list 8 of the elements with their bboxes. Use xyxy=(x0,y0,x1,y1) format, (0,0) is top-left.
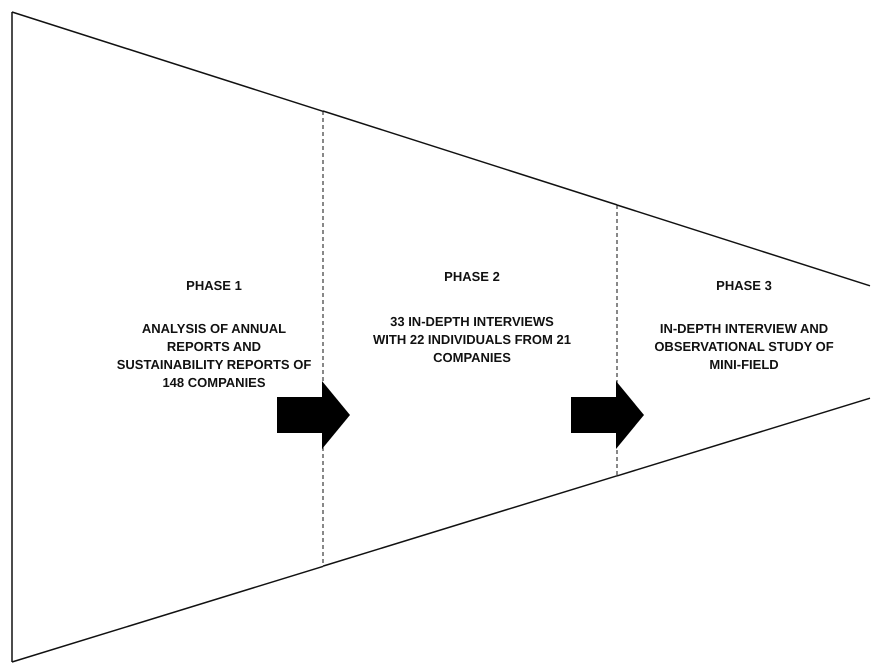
phase-description: ANALYSIS OF ANNUAL REPORTS AND SUSTAINABILITY REPORTS OF 148 COMPANIES xyxy=(116,320,312,392)
block-arrow xyxy=(571,381,644,449)
phase-heading: PHASE 2 xyxy=(443,268,501,286)
phase-description: 33 IN-DEPTH INTERVIEWS WITH 22 INDIVIDUALS FROM 21 COMPANIES xyxy=(372,312,572,367)
phase-heading: PHASE 3 xyxy=(715,276,773,295)
block-arrow xyxy=(277,381,350,449)
phase-description: IN-DEPTH INTERVIEW AND OBSERVATIONAL STUDY OF MINI-FIELD xyxy=(653,320,835,374)
phase-heading: PHASE 1 xyxy=(185,277,243,295)
